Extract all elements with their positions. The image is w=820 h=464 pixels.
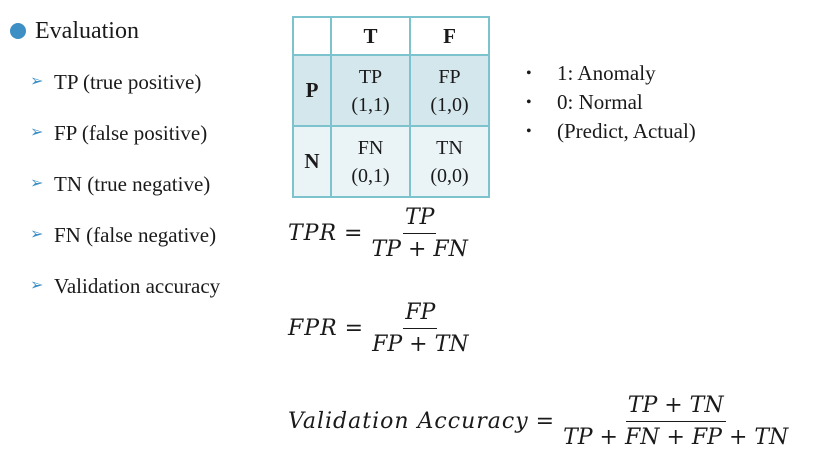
fraction-numerator: FP bbox=[403, 300, 438, 329]
arrow-bullet-icon: ➢ bbox=[30, 277, 44, 294]
bullet-dot-icon bbox=[10, 23, 26, 39]
matrix-col-header: F bbox=[409, 16, 490, 56]
cell-label: TN bbox=[436, 136, 463, 159]
matrix-row-n: N FN (0,1) TN (0,0) bbox=[292, 125, 490, 198]
legend-item-order: • (Predict, Actual) bbox=[526, 117, 696, 146]
fraction-numerator: TP + TN bbox=[625, 393, 726, 422]
equals-sign: = bbox=[344, 316, 364, 341]
formula-lhs: TPR bbox=[288, 221, 338, 246]
list-item-tn: ➢ TN (true negative) bbox=[30, 170, 220, 221]
fraction-numerator: TP bbox=[402, 205, 437, 234]
list-item-label: FN (false negative) bbox=[54, 223, 217, 247]
cell-label: FN bbox=[357, 136, 384, 159]
equals-sign: = bbox=[535, 409, 555, 434]
legend-item-label: 0: Normal bbox=[557, 90, 643, 114]
cell-code: (0,0) bbox=[430, 164, 469, 187]
matrix-cell-tp: TP (1,1) bbox=[330, 54, 411, 127]
list-item-fp: ➢ FP (false positive) bbox=[30, 119, 220, 170]
legend-item-normal: • 0: Normal bbox=[526, 88, 696, 117]
cell-code: (0,1) bbox=[351, 164, 390, 187]
formula-fraction: TP + TN TP + FN + FP + TN bbox=[561, 393, 790, 450]
equals-sign: = bbox=[344, 221, 363, 246]
arrow-bullet-icon: ➢ bbox=[30, 73, 44, 90]
metric-list: ➢ TP (true positive) ➢ FP (false positiv… bbox=[30, 68, 220, 323]
tpr-formula: TPR = TP TP + FN bbox=[288, 205, 470, 262]
fpr-formula: FPR = FP FP + TN bbox=[288, 300, 471, 357]
formula-fraction: TP TP + FN bbox=[369, 205, 469, 262]
list-item-tp: ➢ TP (true positive) bbox=[30, 68, 220, 119]
formula-lhs: Validation Accuracy bbox=[288, 409, 529, 434]
list-item-label: FP (false positive) bbox=[54, 121, 208, 145]
accuracy-formula: Validation Accuracy = TP + TN TP + FN + … bbox=[288, 393, 790, 450]
list-item-label: TP (true positive) bbox=[54, 70, 202, 94]
matrix-header-row: T F bbox=[292, 16, 490, 56]
evaluation-heading: Evaluation bbox=[10, 16, 139, 46]
arrow-bullet-icon: ➢ bbox=[30, 175, 44, 192]
fraction-denominator: FP + TN bbox=[372, 332, 469, 357]
legend-item-label: 1: Anomaly bbox=[557, 61, 656, 85]
formula-fraction: FP FP + TN bbox=[370, 300, 470, 357]
cell-code: (1,0) bbox=[430, 93, 469, 116]
matrix-col-header: T bbox=[330, 16, 411, 56]
fraction-denominator: TP + FN + FP + TN bbox=[563, 425, 789, 450]
legend-item-label: (Predict, Actual) bbox=[557, 119, 696, 143]
formula-lhs: FPR bbox=[288, 316, 338, 341]
legend-list: • 1: Anomaly • 0: Normal • (Predict, Act… bbox=[526, 59, 696, 146]
matrix-row-p: P TP (1,1) FP (1,0) bbox=[292, 54, 490, 127]
bullet-dot-icon: • bbox=[526, 65, 532, 82]
list-item-accuracy: ➢ Validation accuracy bbox=[30, 272, 220, 323]
cell-label: TP bbox=[358, 65, 383, 88]
bullet-dot-icon: • bbox=[526, 123, 532, 140]
legend-item-anomaly: • 1: Anomaly bbox=[526, 59, 696, 88]
heading-text: Evaluation bbox=[35, 17, 139, 44]
cell-code: (1,1) bbox=[351, 93, 390, 116]
fraction-denominator: TP + FN bbox=[371, 237, 468, 262]
arrow-bullet-icon: ➢ bbox=[30, 226, 44, 243]
matrix-cell-tn: TN (0,0) bbox=[409, 125, 490, 198]
matrix-row-header: N bbox=[292, 125, 332, 198]
matrix-cell-fn: FN (0,1) bbox=[330, 125, 411, 198]
bullet-dot-icon: • bbox=[526, 94, 532, 111]
matrix-cell-fp: FP (1,0) bbox=[409, 54, 490, 127]
confusion-matrix: T F P TP (1,1) FP (1,0) N FN (0,1) TN (0… bbox=[292, 16, 490, 198]
list-item-label: TN (true negative) bbox=[54, 172, 211, 196]
matrix-corner-cell bbox=[292, 16, 332, 56]
matrix-row-header: P bbox=[292, 54, 332, 127]
arrow-bullet-icon: ➢ bbox=[30, 124, 44, 141]
list-item-fn: ➢ FN (false negative) bbox=[30, 221, 220, 272]
cell-label: FP bbox=[438, 65, 461, 88]
list-item-label: Validation accuracy bbox=[54, 274, 221, 298]
